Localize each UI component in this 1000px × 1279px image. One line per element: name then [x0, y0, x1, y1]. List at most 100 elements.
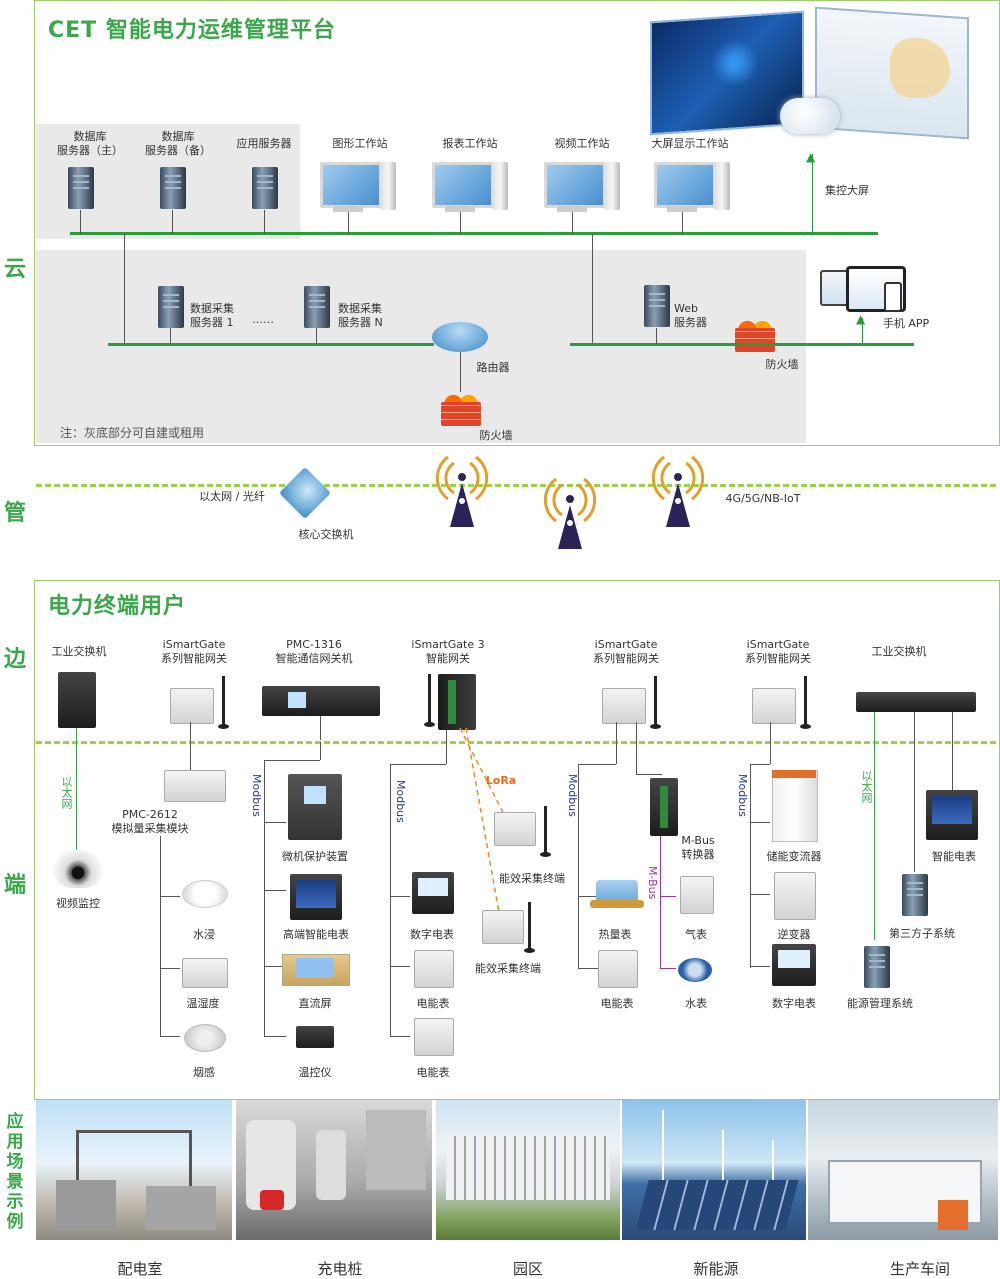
- dots-label: ……: [252, 313, 274, 326]
- water-meter-icon: [678, 958, 712, 982]
- ismart1-icon: [170, 688, 214, 724]
- energy-meter1-label: 电能表: [416, 997, 450, 1010]
- is4-h3: [750, 966, 770, 967]
- inverter-icon: [774, 872, 816, 920]
- smoke-detector-icon: [184, 1024, 226, 1052]
- pmc2612-line: [160, 836, 161, 1036]
- app-server-drop: [264, 210, 265, 234]
- heat-meter-label: 热量表: [598, 928, 632, 941]
- pmc1316-screen: [288, 692, 306, 708]
- modbus2-label: Modbus: [394, 780, 407, 823]
- video-ws-tower-icon: [604, 162, 620, 210]
- ismart3-antenna-icon: [424, 674, 435, 727]
- ismart3-label: iSmartGate 3 智能网关: [411, 638, 485, 665]
- ismart2-icon: [602, 688, 646, 724]
- digital-meter2-label: 数字电表: [772, 997, 816, 1010]
- is3-h1: [390, 896, 410, 897]
- tower1-icon: [435, 455, 489, 527]
- pmc1316-icon: [262, 686, 380, 716]
- sw2-line-c: [952, 712, 953, 790]
- graphic-ws-label: 图形工作站: [332, 137, 388, 150]
- collect1-server-icon: [158, 286, 184, 328]
- temp-humidity-label: 温湿度: [186, 997, 220, 1010]
- db-main-drop: [80, 210, 81, 234]
- pmc-h1: [264, 822, 286, 823]
- firewall2-icon: [735, 328, 775, 352]
- eff-terminal2-icon: [482, 910, 524, 944]
- pmc-h4: [264, 1036, 286, 1037]
- firewall2-label: 防火墙: [765, 358, 799, 371]
- db-backup-server-icon: [160, 167, 186, 209]
- ems-label: 能源管理系统: [847, 997, 913, 1010]
- pmc-h3: [264, 966, 286, 967]
- bigscreen-ws-tower-icon: [714, 162, 730, 210]
- cloud-note: 注：灰底部分可自建或租用: [60, 426, 205, 440]
- ismart3-line-a: [446, 730, 447, 764]
- core-switch-icon: [278, 466, 332, 520]
- modbus4-label: Modbus: [736, 774, 749, 817]
- temp-ctrl-icon: [296, 1026, 334, 1048]
- collect1-drop: [170, 328, 171, 344]
- report-ws-tower-icon: [492, 162, 508, 210]
- cloud-gray-area-bottom: [36, 250, 806, 443]
- water-immersion-label: 水浸: [193, 928, 215, 941]
- sw2-line-b: [914, 712, 915, 872]
- mbus-h2: [660, 968, 676, 969]
- hi-meter-screen: [296, 880, 336, 908]
- report-ws-label: 报表工作站: [442, 137, 498, 150]
- graphic-ws-drop: [348, 212, 349, 234]
- core-switch-label: 核心交换机: [298, 528, 354, 541]
- energy-meter2-label: 电能表: [416, 1066, 450, 1079]
- eff-terminal1-antenna-icon: [540, 806, 551, 857]
- report-ws-stand: [445, 206, 475, 212]
- wireless-towers: [435, 455, 705, 549]
- edge-dash-line: [36, 741, 996, 744]
- ismart1-antenna-icon: [218, 676, 229, 729]
- ind-switch2-icon: [856, 692, 976, 712]
- firewall1-label: 防火墙: [479, 429, 513, 442]
- pmc2612-icon: [164, 770, 226, 802]
- collectN-label: 数据采集 服务器 N: [338, 302, 383, 329]
- firewall2-flame-icon: [736, 316, 774, 330]
- web-server-icon: [644, 285, 670, 327]
- ismart2-antenna-icon: [650, 676, 661, 729]
- router-to-firewall: [460, 352, 461, 392]
- protection-label: 微机保护装置: [282, 850, 348, 863]
- mbus-conv-label: M-Bus 转换器: [681, 834, 715, 861]
- ismart2-top: [578, 764, 616, 765]
- pmc1316-line-v: [264, 760, 265, 1036]
- ismart4-icon: [752, 688, 796, 724]
- edge-title: 电力终端用户: [48, 594, 187, 619]
- mobile-app-link: [862, 318, 863, 344]
- video-ws-stand: [557, 206, 587, 212]
- ind-switch2-label: 工业交换机: [871, 645, 927, 658]
- ismart2-to-mbus: [636, 774, 662, 775]
- tablet-icon: [820, 266, 906, 312]
- pmc2612-h2: [160, 968, 180, 969]
- side-label-pipe: 管: [3, 501, 26, 526]
- mbus-h1: [660, 896, 676, 897]
- heat-meter-pipe: [590, 900, 644, 908]
- pmc2612-h1: [160, 896, 180, 897]
- pmc2612-label: PMC-2612 模拟量采集模块: [111, 808, 189, 835]
- cloud-bus-line-2-right: [570, 343, 914, 346]
- video-ws-drop: [572, 212, 573, 234]
- bigscreen-ws-stand: [667, 206, 697, 212]
- scenario-label-4: 生产车间: [889, 1260, 950, 1278]
- report-ws-drop: [460, 212, 461, 234]
- pmc1316-line-a: [320, 716, 321, 740]
- eff-terminal2-antenna-icon: [524, 902, 535, 953]
- bus1-to-web: [592, 234, 593, 344]
- bus1-to-bus2-left: [124, 234, 125, 344]
- is3-h3: [390, 1036, 410, 1037]
- bigscreen-ws-monitor-icon: [654, 162, 716, 208]
- db-main-server-icon: [68, 167, 94, 209]
- third-party-label: 第三方子系统: [889, 927, 955, 940]
- ismart4-top: [750, 764, 770, 765]
- smart-meter-screen: [932, 796, 972, 824]
- web-server-drop: [656, 328, 657, 344]
- energy-meter3-label: 电能表: [600, 997, 634, 1010]
- ethernet-label: 以太网 / 光纤: [199, 490, 265, 503]
- db-main-label: 数据库 服务器（主）: [57, 130, 123, 157]
- tower2-icon: [543, 477, 597, 549]
